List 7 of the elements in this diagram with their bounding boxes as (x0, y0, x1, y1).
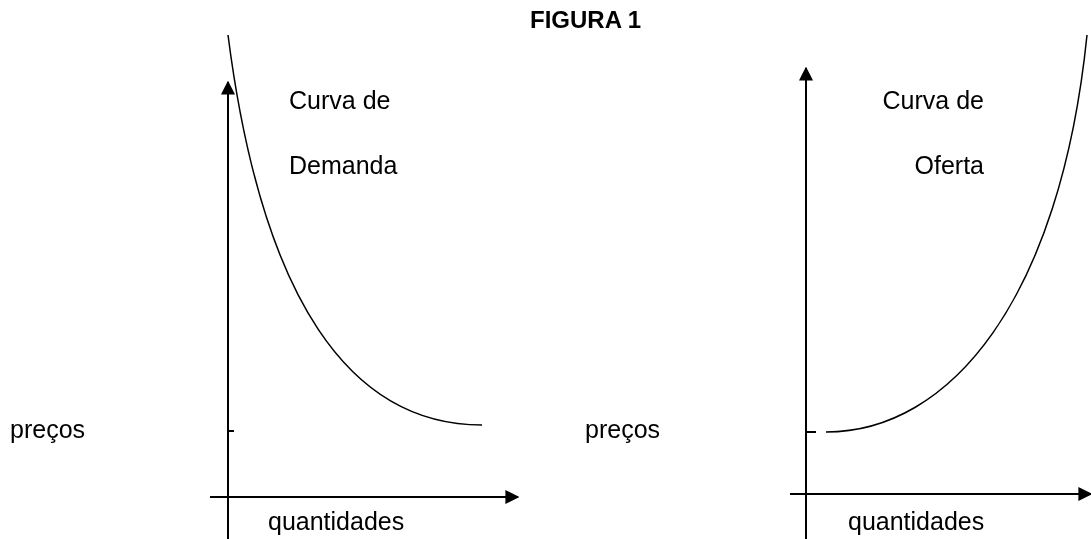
chart-title: FIGURA 1 (530, 6, 642, 34)
axis-label: preços (585, 415, 661, 444)
curve-label: Curva de Oferta (881, 85, 984, 181)
axis-label: quantidades (848, 507, 985, 536)
axis-label: preços (10, 415, 86, 444)
curve-label: Curva de Demanda (289, 85, 399, 181)
axis-label: quantidades (268, 507, 405, 536)
